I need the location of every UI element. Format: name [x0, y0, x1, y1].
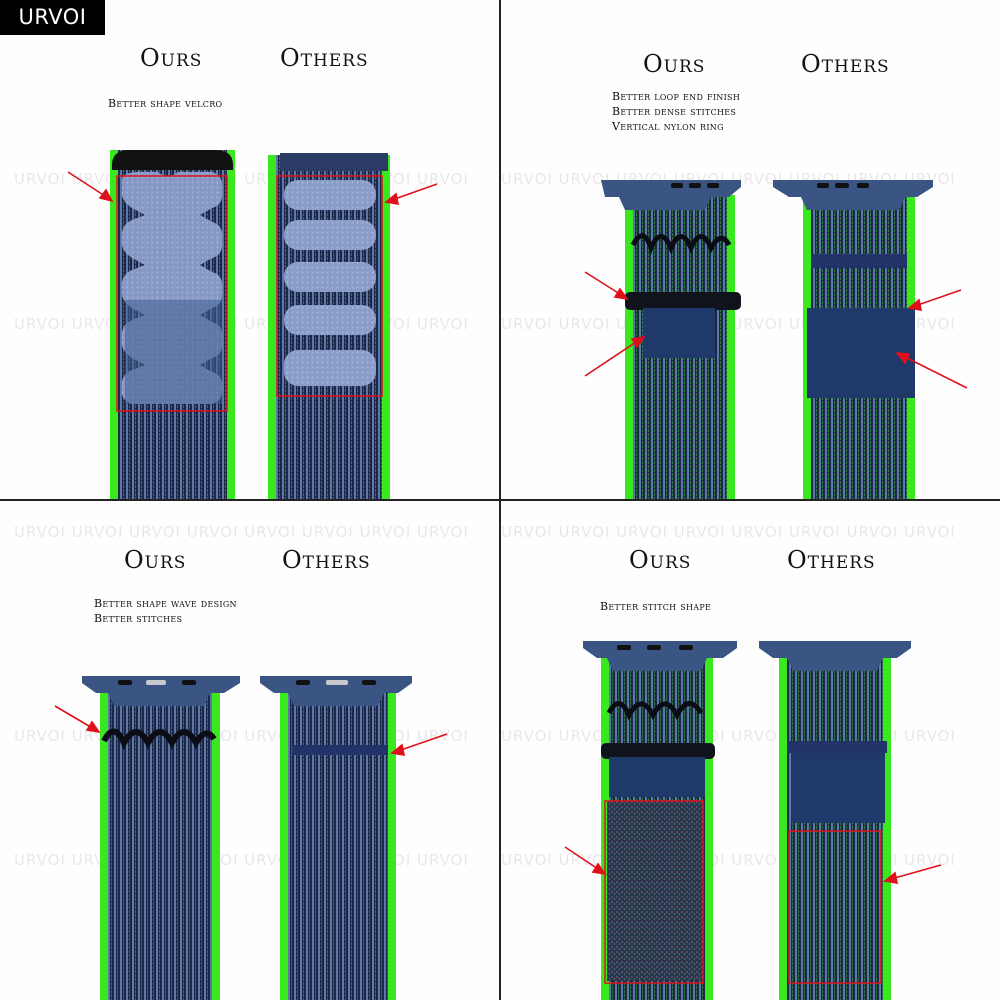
- velcro-comparison-photo: [67, 150, 438, 499]
- watermark-text: URVOI URVOI URVOI URVOI URVOI URVOI URVO…: [501, 523, 956, 541]
- strap-others: [268, 153, 390, 499]
- feature-note: Vertical nylon ring: [612, 120, 724, 133]
- watermark-text: URVOI URVOI URVOI URVOI URVOI URVOI URVO…: [14, 523, 469, 541]
- feature-note: Better shape wave design: [94, 597, 237, 610]
- heading-others: Others: [801, 50, 890, 78]
- feature-notes: Better loop end finish Better dense stit…: [612, 89, 740, 134]
- strap-others: [773, 180, 933, 499]
- heading-others: Others: [280, 44, 369, 72]
- heading-ours: Ours: [643, 50, 706, 78]
- highlight-box-others: [788, 830, 882, 984]
- panel-loop-finish: URVOI URVOI URVOI URVOI URVOI URVOI URVO…: [501, 0, 1000, 499]
- wave-design-comparison-photo: [54, 676, 448, 1000]
- heading-others: Others: [282, 546, 371, 574]
- strap-ours: [110, 150, 235, 499]
- brand-logo: URVOI: [0, 0, 105, 35]
- heading-ours: Ours: [140, 44, 203, 72]
- feature-note: Better dense stitches: [612, 105, 737, 118]
- panel-wave-design: URVOI URVOI URVOI URVOI URVOI URVOI URVO…: [0, 501, 499, 1000]
- annotation-arrow-icon: [584, 271, 968, 389]
- panel-stitch-shape: URVOI URVOI URVOI URVOI URVOI URVOI URVO…: [501, 501, 1000, 1000]
- highlight-box-others: [276, 175, 383, 397]
- heading-ours: Ours: [124, 546, 187, 574]
- highlight-box-ours: [116, 175, 228, 412]
- velcro-ours: [121, 172, 223, 404]
- strap-others: [759, 641, 911, 1000]
- highlight-box-ours: [604, 800, 704, 984]
- feature-note: Better stitches: [94, 612, 183, 625]
- panel-divider-horizontal: [0, 499, 1000, 501]
- strap-ours: [82, 676, 240, 1000]
- feature-note: Better shape velcro: [108, 97, 223, 110]
- annotation-arrow-icon: [54, 705, 448, 756]
- strap-others: [260, 676, 412, 1000]
- heading-others: Others: [787, 546, 876, 574]
- annotation-arrow-icon: [564, 846, 942, 884]
- velcro-others: [284, 180, 376, 386]
- feature-notes: Better shape wave design Better stitches: [94, 596, 237, 626]
- loop-finish-comparison-photo: [584, 180, 968, 499]
- feature-notes: Better stitch shape: [600, 599, 711, 614]
- strap-ours: [583, 641, 737, 1000]
- panel-velcro: URVOI URVOI URVOI URVOI URVOI URVOI URVO…: [0, 0, 499, 499]
- heading-ours: Ours: [629, 546, 692, 574]
- stitch-shape-comparison-photo: [564, 641, 942, 1000]
- feature-note: Better stitch shape: [600, 600, 712, 613]
- strap-ours: [601, 180, 741, 499]
- annotation-arrow-icon: [67, 171, 438, 205]
- feature-notes: Better shape velcro: [108, 96, 222, 111]
- feature-note: Better loop end finish: [612, 90, 741, 103]
